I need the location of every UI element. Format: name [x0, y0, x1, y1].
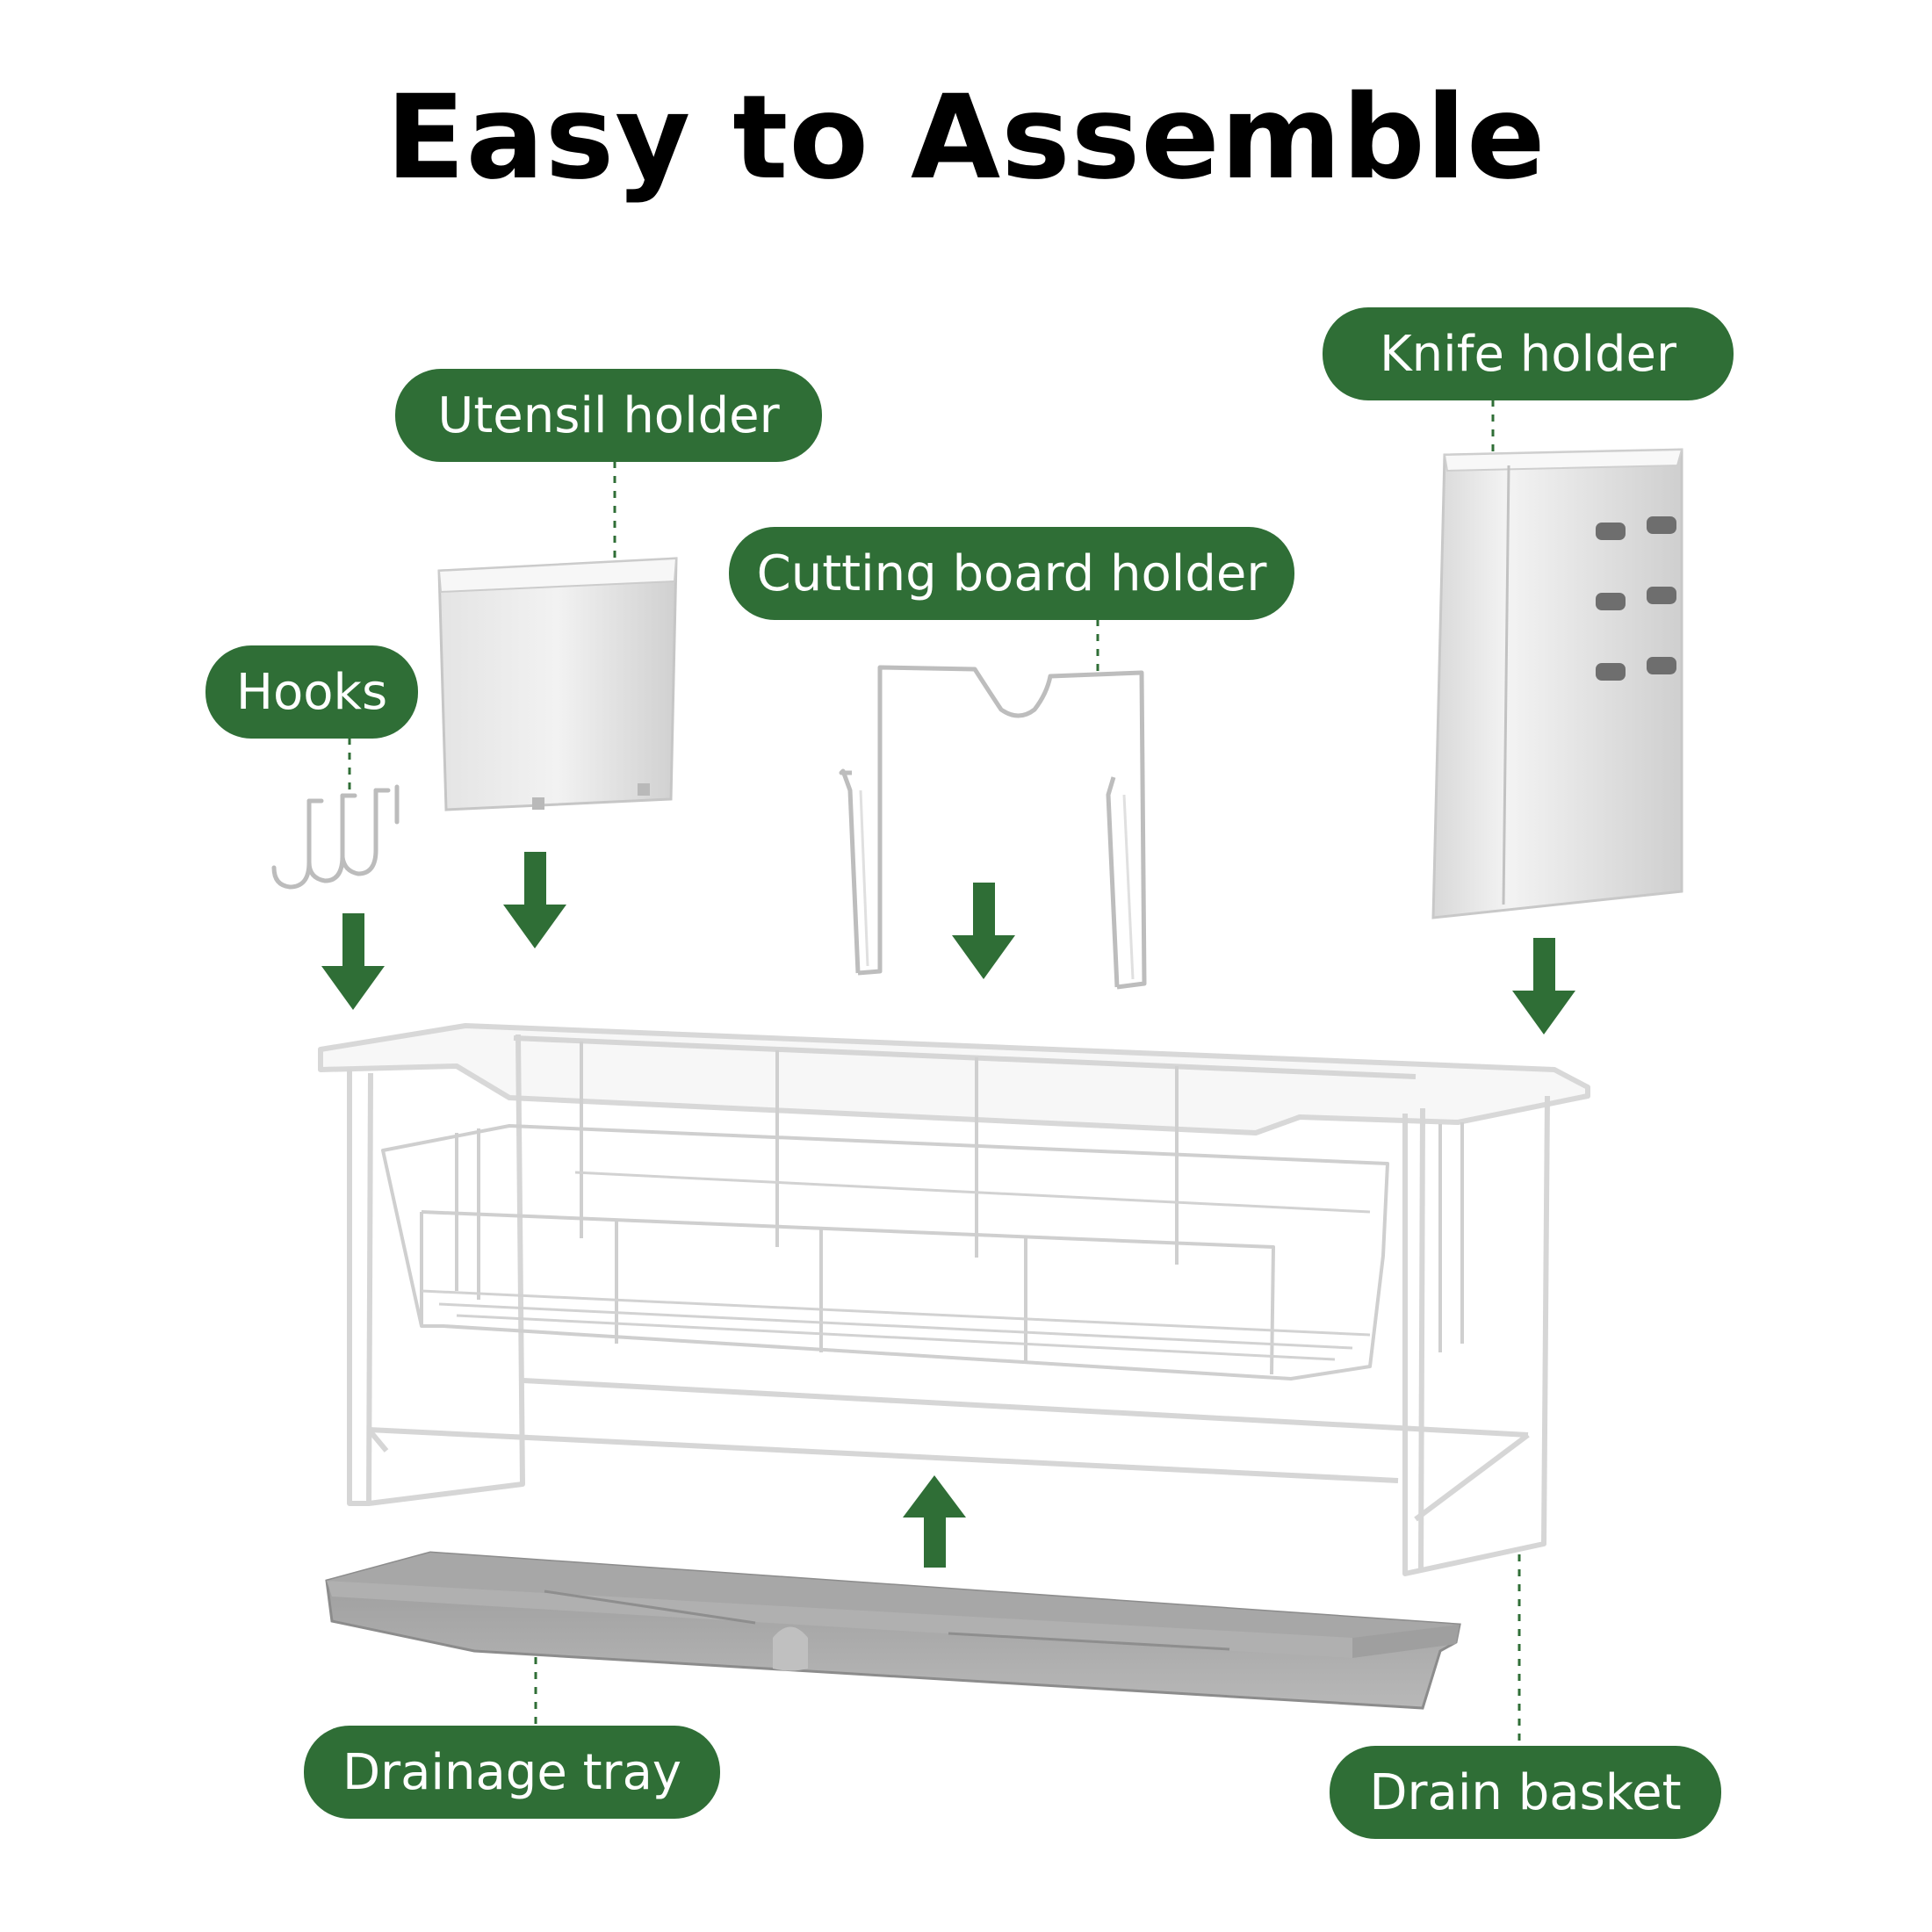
arrow-up-icon: [903, 1475, 966, 1568]
utensil-holder-label: Utensil holder: [395, 369, 822, 462]
drain-basket-image: [318, 1023, 1590, 1576]
cutting-board-holder-label: Cutting board holder: [729, 527, 1294, 620]
leader-lines: [348, 400, 1521, 1748]
arrow-down-icon: [1512, 938, 1575, 1034]
assembly-arrows: [321, 852, 1575, 1568]
knife-holder-image: [1431, 448, 1683, 919]
arrow-down-icon: [321, 913, 385, 1010]
drainage-tray-image: [325, 1551, 1461, 1710]
arrow-down-icon: [503, 852, 566, 948]
drain-basket-label: Drain basket: [1330, 1746, 1721, 1839]
knife-holder-label: Knife holder: [1323, 307, 1734, 400]
drainage-tray-label: Drainage tray: [304, 1726, 720, 1819]
utensil-holder-image: [437, 557, 678, 811]
cutting-board-holder-image: [839, 665, 1147, 990]
page-title: Easy to Assemble: [386, 70, 1546, 205]
arrow-down-icon: [952, 883, 1015, 979]
hooks-image: [271, 784, 400, 890]
hooks-label: Hooks: [205, 645, 418, 739]
